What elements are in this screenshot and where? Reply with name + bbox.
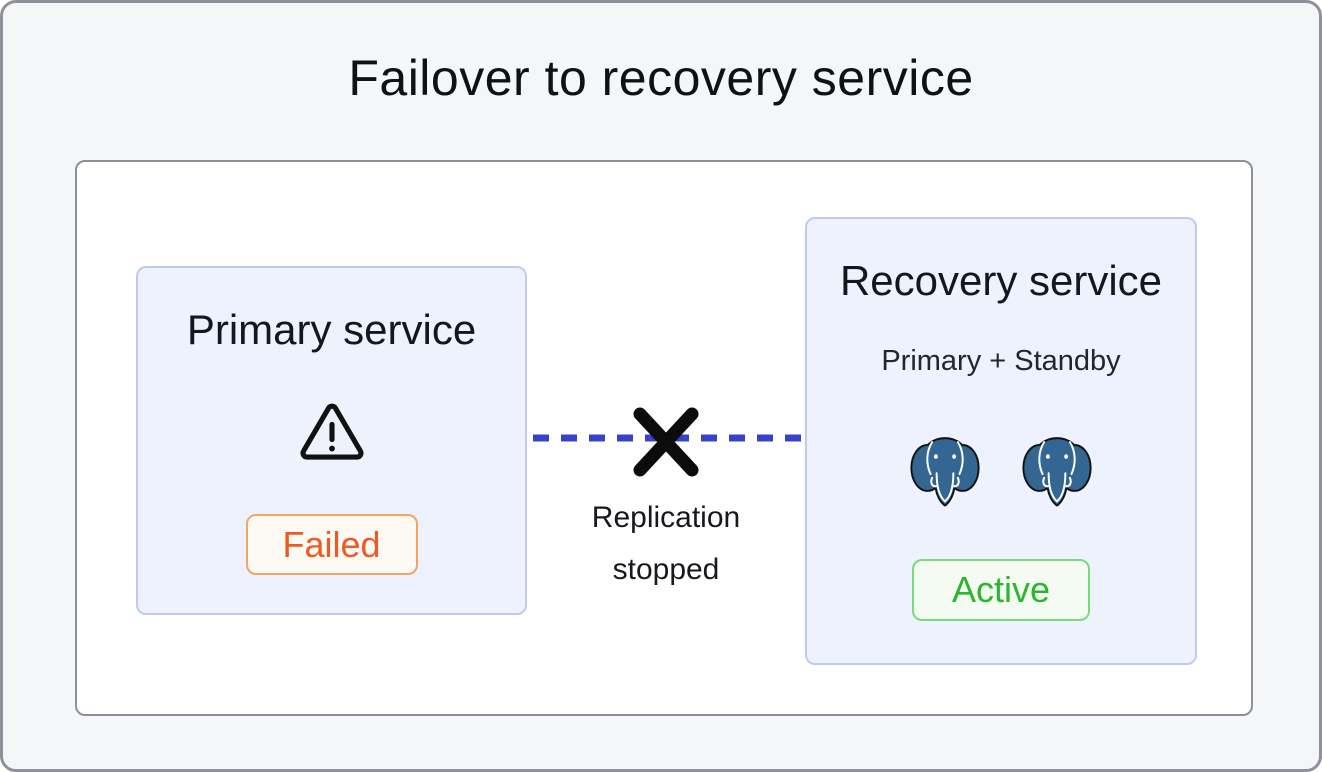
status-badge-active: Active (912, 559, 1090, 621)
status-badge-failed: Failed (245, 514, 418, 575)
replication-dashed-line (533, 434, 803, 442)
diagram-stage: Primary service Failed Replication stopp… (75, 160, 1253, 716)
recovery-service-card: Recovery service Primary + Standby (805, 217, 1197, 665)
database-icons-row (807, 431, 1195, 511)
diagram-title: Failover to recovery service (348, 50, 974, 106)
warning-triangle-icon (298, 400, 366, 464)
primary-card-title: Primary service (186, 306, 477, 353)
x-mark-icon (624, 400, 708, 484)
recovery-card-title: Recovery service (839, 257, 1163, 304)
primary-service-card: Primary service Failed (136, 266, 527, 615)
recovery-card-subtitle: Primary + Standby (881, 345, 1121, 377)
postgresql-elephant-icon (1022, 437, 1092, 507)
replication-stopped-label: Replication stopped (591, 501, 741, 586)
postgresql-elephant-icon (910, 437, 980, 507)
